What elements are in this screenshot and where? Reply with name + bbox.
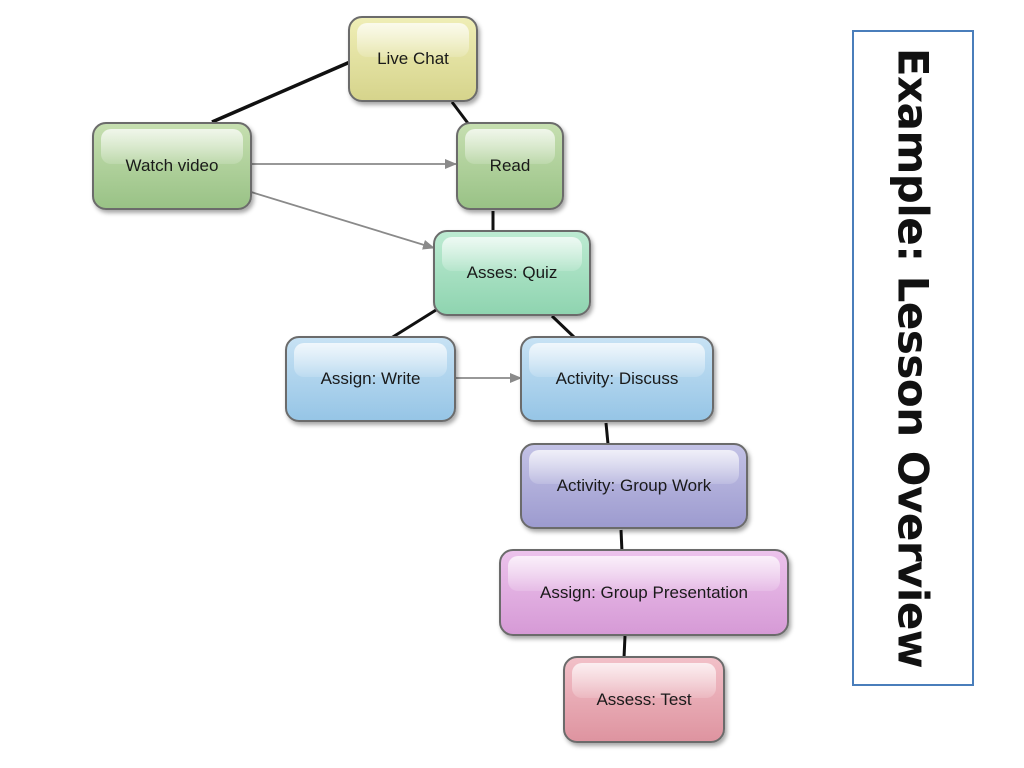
node-assess-test: Assess: Test bbox=[563, 656, 725, 743]
node-activity-discuss: Activity: Discuss bbox=[520, 336, 714, 422]
node-quiz: Asses: Quiz bbox=[433, 230, 591, 316]
node-read: Read bbox=[456, 122, 564, 210]
edge-discuss-group-work bbox=[604, 422, 610, 445]
node-label: Assign: Group Presentation bbox=[540, 582, 748, 602]
edge-presentation-test bbox=[622, 635, 627, 659]
node-group-presentation: Assign: Group Presentation bbox=[499, 549, 789, 636]
slide-title: Example: Lesson Overview bbox=[888, 47, 938, 669]
arrow-watch-video-quiz bbox=[250, 191, 435, 250]
node-live-chat: Live Chat bbox=[348, 16, 478, 102]
node-label: Watch video bbox=[125, 156, 219, 175]
title-box: Example: Lesson Overview bbox=[852, 30, 974, 686]
edge-quiz-activity-discuss bbox=[550, 314, 577, 340]
node-activity-group-work: Activity: Group Work bbox=[520, 443, 748, 529]
edge-group-work-presentation bbox=[619, 529, 624, 553]
node-label: Read bbox=[489, 156, 531, 175]
edge-watch-video-live-chat bbox=[211, 60, 351, 124]
node-label: Assess: Test bbox=[596, 689, 692, 709]
node-label: Asses: Quiz bbox=[466, 263, 558, 282]
node-watch-video: Watch video bbox=[92, 122, 252, 210]
edge-quiz-assign-write bbox=[387, 308, 437, 342]
node-label: Assign: Write bbox=[320, 369, 421, 388]
node-label: Activity: Discuss bbox=[555, 369, 679, 388]
node-label: Live Chat bbox=[377, 49, 449, 68]
node-label: Activity: Group Work bbox=[556, 476, 712, 495]
node-assign-write: Assign: Write bbox=[285, 336, 456, 422]
